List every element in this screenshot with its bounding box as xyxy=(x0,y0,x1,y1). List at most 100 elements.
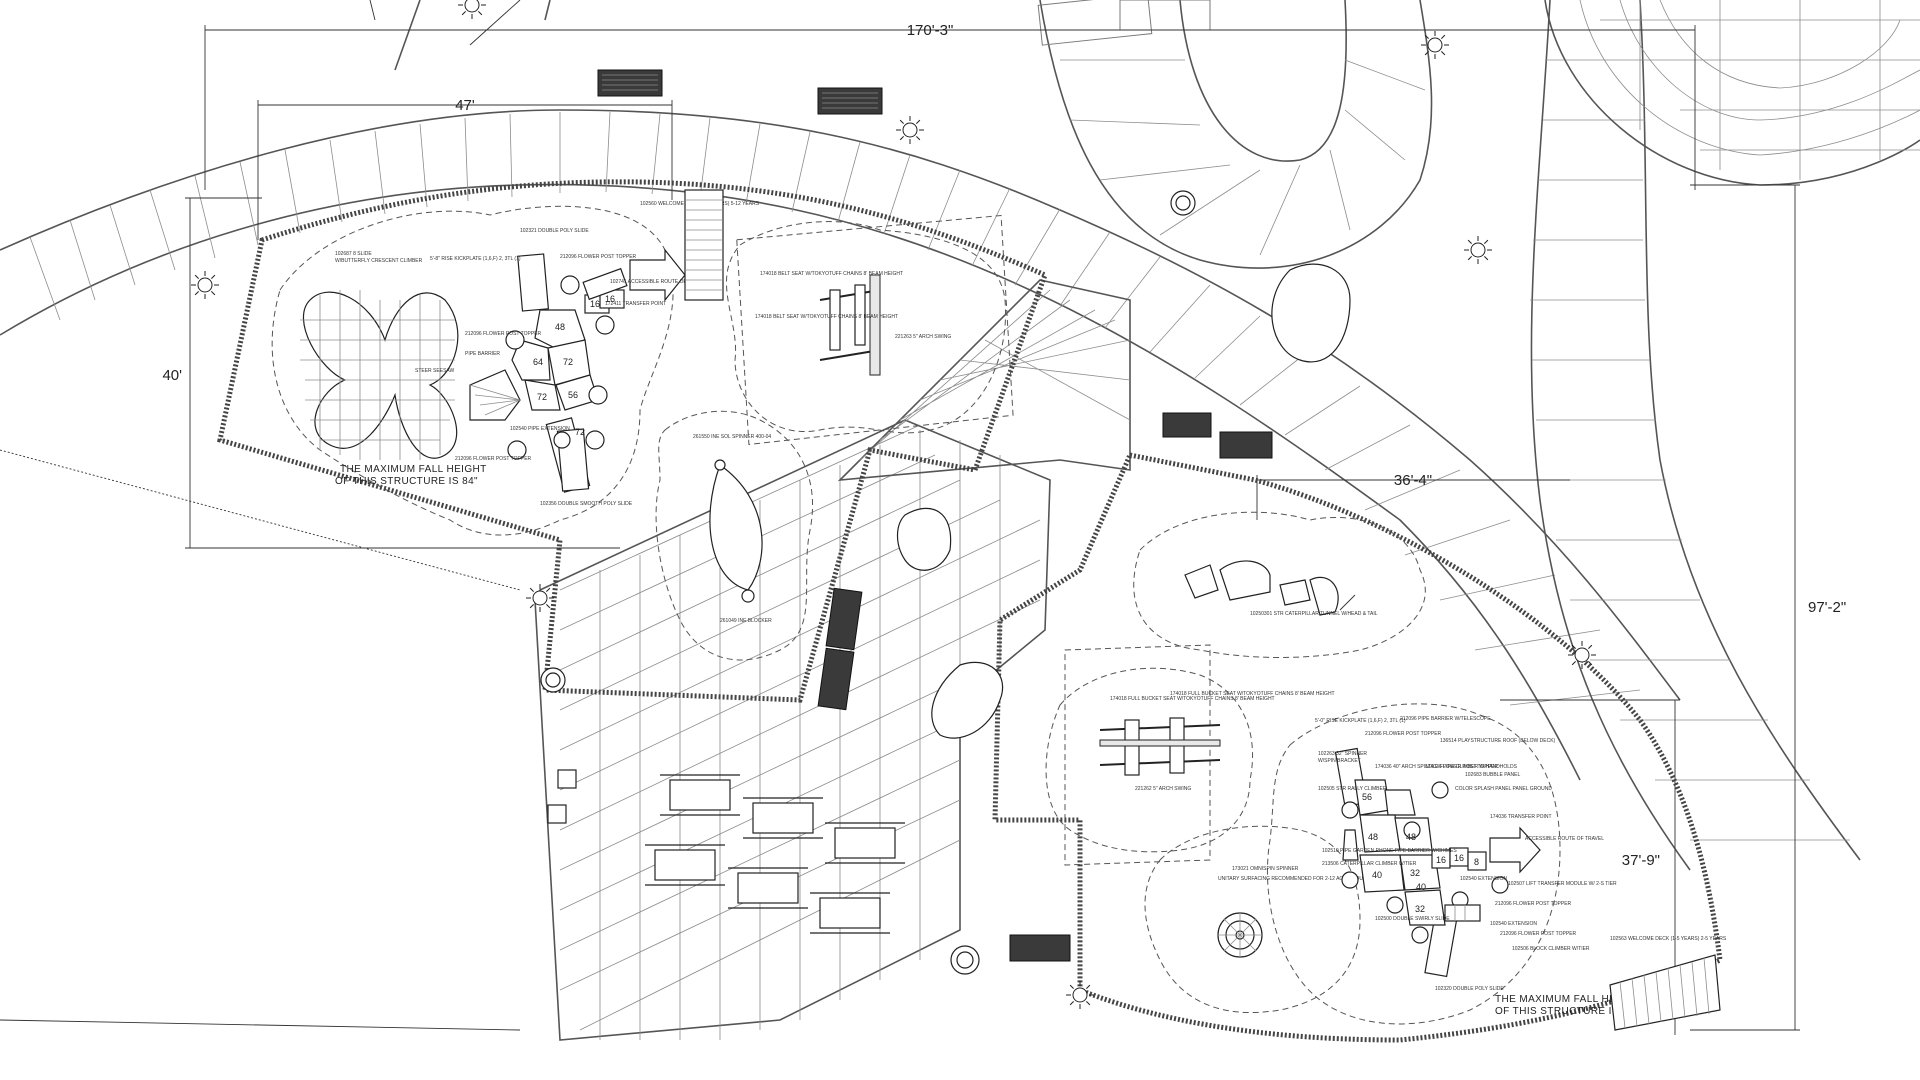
tree-symbol-icon xyxy=(896,116,924,144)
tree-symbol-icon xyxy=(458,0,486,19)
planter-island xyxy=(1271,263,1351,363)
tree-symbol-icon xyxy=(526,584,554,612)
butterfly-climber xyxy=(300,290,459,460)
right-label-1: 212096 FLOWER POST TOPPER xyxy=(1365,731,1442,737)
right-label-2: 212096 PIPE BARRIER W/TELESCOPE xyxy=(1400,716,1491,722)
bench-6 xyxy=(817,647,855,711)
bucket-swing: 174018 FULL BUCKET SEAT W/TOKYOTUFF CHAI… xyxy=(1099,691,1335,792)
right-label-9: COLOR SPLASH PANEL PANEL GROUND xyxy=(1455,786,1552,792)
right-label-12: 102507 LIFT TRANSFER MODULE W/ 2-S TIER xyxy=(1508,881,1617,887)
omnispin-spinner: 173021 OMNISPIN SPINNER UNITARY SURFACIN… xyxy=(1217,866,1367,958)
deck-height-32a-right: 32 xyxy=(1410,868,1420,878)
deck-height-40b-right: 40 xyxy=(1416,882,1426,892)
left-label-7: W/BUTTERFLY CRESCENT CLIMBER xyxy=(335,258,423,264)
deck-height-16a: 16 xyxy=(590,299,600,309)
fall-height-note-right-line2: OF THIS STRUCTURE IS 56" xyxy=(1495,1006,1638,1017)
dim-left-height: 40' xyxy=(162,367,182,384)
right-label-6: 174036 40" ARCH SPINDLE FLOWER POST TOPP… xyxy=(1375,764,1498,770)
blocker-label: 261049 INE BLOCKER xyxy=(720,618,772,624)
deck-height-56: 56 xyxy=(568,390,578,400)
site-boundary-lines xyxy=(0,0,521,1031)
spinner-label: 261550 INE SOL SPINNER 400-04 xyxy=(693,434,771,440)
deck-height-72b: 72 xyxy=(537,392,547,402)
bench-5 xyxy=(825,587,863,651)
fall-height-note-left-line2: OF THIS STRUCTURE IS 84" xyxy=(335,476,478,487)
belt-swing: 174018 BELT SEAT W/TOKYOTUFF CHAINS 8' B… xyxy=(755,271,951,376)
left-label-13: 212096 FLOWER POST TOPPER xyxy=(455,456,532,462)
bucket-swing-label-2: 174018 FULL BUCKET SEAT W/TOKYOTUFF CHAI… xyxy=(1170,691,1335,697)
deck-height-32b-right: 32 xyxy=(1415,904,1425,914)
right-label-13: 212096 FLOWER POST TOPPER xyxy=(1495,901,1572,907)
walkway-paving xyxy=(0,0,1920,871)
tree-symbols xyxy=(191,0,1596,1009)
picnic-tables xyxy=(645,774,905,934)
deck-height-72c: 72 xyxy=(575,427,585,437)
right-label-15: 102506 BLOCK CLIMBER W/TIER xyxy=(1512,946,1590,952)
left-label-6: 102687 8 SLIDE xyxy=(335,251,372,257)
left-label-9: PIPE BARRIER xyxy=(465,351,500,357)
right-label-8: 102683 BUBBLE PANEL xyxy=(1465,772,1520,778)
bucket-swing-label-3: 221262 5" ARCH SWING xyxy=(1135,786,1191,792)
left-label-3: 212096 FLOWER POST TOPPER xyxy=(560,254,637,260)
left-label-4: 102741 ACCESSIBLE ROUTE OF TRAVEL xyxy=(610,279,707,285)
right-label-17: 102320 DOUBLE POLY SLIDE xyxy=(1435,986,1504,992)
right-label-5: W/SPIN BRACKET xyxy=(1318,758,1361,764)
left-label-1: 102321 DOUBLE POLY SLIDE xyxy=(520,228,589,234)
bench-1 xyxy=(597,69,663,97)
right-label-23: 102500 DOUBLE SWIRLY SLIDE xyxy=(1375,916,1450,922)
right-label-16: 102563 WELCOME DECK (1-5 YEARS) 2-5 YEAR… xyxy=(1610,936,1727,942)
surfacing-label: UNITARY SURFACING RECOMMENDED FOR 2-12 A… xyxy=(1218,876,1367,882)
dim-right-height: 97'-2" xyxy=(1808,599,1846,616)
left-label-12: 102356 DOUBLE SMOOTH POLY SLIDE xyxy=(540,501,633,507)
right-label-14: 102540 EXTENSION xyxy=(1490,921,1537,927)
safety-zones xyxy=(271,205,1561,1025)
rock-2 xyxy=(931,661,1004,739)
dim-lower-right: 37'-9" xyxy=(1622,852,1660,869)
left-label-10: STEER SEESAW xyxy=(415,368,455,374)
deck-height-72a: 72 xyxy=(563,357,573,367)
bench-3 xyxy=(1162,412,1212,438)
deck-height-16a-right: 16 xyxy=(1436,855,1446,865)
deck-height-8-right: 8 xyxy=(1474,857,1479,867)
right-label-4: 102263 32" SPINNER xyxy=(1318,751,1367,757)
deck-height-40a-right: 40 xyxy=(1372,870,1382,880)
deck-height-16b-right: 16 xyxy=(1454,853,1464,863)
tree-symbol-icon xyxy=(1421,31,1449,59)
right-label-11: 174036 TRANSFER POINT xyxy=(1490,814,1552,820)
fall-height-note-left-line1: THE MAXIMUM FALL HEIGHT xyxy=(340,464,487,475)
bench-7 xyxy=(1009,934,1071,962)
right-play-structure: 56 48 48 40 32 32 40 16 16 8 5'-0" RISE … xyxy=(1315,716,1727,1017)
dim-right-width: 36'-4" xyxy=(1394,472,1432,489)
right-label-20: 102510 PIPE GARDEN PHONE PIPE BARRIER W/… xyxy=(1322,848,1457,854)
left-label-5: 172411 TRANSFER POINT xyxy=(605,301,666,307)
tree-symbol-icon xyxy=(191,271,219,299)
right-label-0: 5'-0" RISE KICKPLATE (1,6,F) 2, 3TL (1) xyxy=(1315,718,1406,724)
bucket-swing-label-1: 174018 FULL BUCKET SEAT W/TOKYOTUFF CHAI… xyxy=(1110,696,1275,702)
left-label-8: 212096 FLOWER POST TOPPER xyxy=(465,331,542,337)
left-label-2: 5'-8" RISE KICKPLATE (1,6,F) 2, 3TL (1) xyxy=(430,256,521,262)
right-label-7: 174036 PIPE CLIMBER W/HANDHOLDS xyxy=(1425,764,1518,770)
deck-height-64: 64 xyxy=(533,357,543,367)
right-label-3: 136514 PLAYSTRUCTURE ROOF (BELOW DECK) xyxy=(1440,738,1556,744)
play-area-borders xyxy=(217,179,1723,1043)
deck-height-48a-right: 48 xyxy=(1368,832,1378,842)
deck-height-48: 48 xyxy=(555,322,565,332)
belt-swing-label-1: 174018 BELT SEAT W/TOKYOTUFF CHAINS 8' B… xyxy=(760,271,903,277)
right-label-10: ACCESSIBLE ROUTE OF TRAVEL xyxy=(1525,836,1604,842)
right-label-18: 212096 FLOWER POST TOPPER xyxy=(1500,931,1577,937)
deck-height-16b: 16 xyxy=(605,294,615,304)
site-furniture xyxy=(540,69,1721,1031)
right-label-22: 213506 CATERPILLAR CLIMBER W/TIER xyxy=(1322,861,1417,867)
dim-left-width: 47' xyxy=(455,97,475,114)
omnispin-label: 173021 OMNISPIN SPINNER xyxy=(1232,866,1299,872)
tree-symbol-icon xyxy=(1066,981,1094,1009)
dim-overall-width: 170'-3" xyxy=(907,22,954,39)
left-play-structure: 48 64 72 72 56 16 16 72 102560 WELCOME D… xyxy=(300,201,760,507)
bench-4 xyxy=(1219,431,1273,459)
caterpillar-tunnel: 10250301 STR CATERPILLAR TUNNEL W/HEAD &… xyxy=(1184,560,1378,617)
tree-symbol-icon xyxy=(1568,641,1596,669)
drains xyxy=(540,190,1196,975)
tree-symbol-icon xyxy=(1464,236,1492,264)
